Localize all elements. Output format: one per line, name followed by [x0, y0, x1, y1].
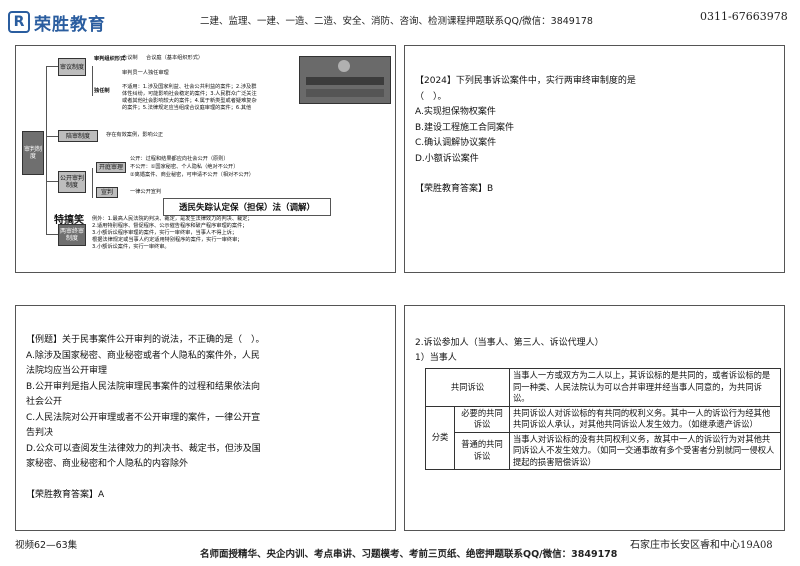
mm-b1-sub1: 审判组织形式 [94, 56, 126, 62]
q1-answer: 【荣胜教育答案】B [415, 184, 494, 194]
mm-b1-text: 的案件；5.法律规定应当组成合议庭审理的案件；6.其他 [122, 105, 252, 111]
photo-bench [306, 77, 384, 85]
mm-b1-sub2: 独任制 [94, 88, 110, 94]
row-label: 共同诉讼 [425, 368, 510, 407]
mnemonic-stamp: 透民失踪认定保（担保）法（调解） [163, 198, 331, 216]
mm-b3-sub2-text: 一律公开宣判 [130, 189, 162, 195]
q2-line: 法院均应当公开审理 [26, 366, 108, 376]
row-text: 共同诉讼人对诉讼标的有共同的权利义务。其中一人的诉讼行为经其他共同诉讼人承认，对… [509, 405, 781, 433]
mm-b1-item: 合议制 [122, 55, 138, 61]
mm-b4-text: 3.小额诉讼案件，实行一审终审。 [92, 244, 170, 250]
mm-line [46, 66, 58, 67]
mm-b3-sub2: 宣判 [96, 187, 118, 198]
table-row: 普通的共同诉讼 当事人对诉讼标的没有共同权利义务，故其中一人的诉讼行为对其他共同… [426, 431, 781, 470]
q2-line: A.除涉及国家秘密、商业秘密或者个人隐私的案件外，人民 [26, 350, 260, 361]
row-text: 当事人对诉讼标的没有共同权利义务，故其中一人的诉讼行为对其他共同诉讼人不发生效力… [509, 431, 781, 470]
participants-panel: 2.诉讼参加人（当事人、第三人、诉讼代理人） 1）当事人 共同诉讼 当事人一方或… [404, 305, 785, 531]
mm-branch-jury: 陪审制度 [58, 130, 98, 142]
mm-b2-text: 存在有效案例，影响公正 [106, 132, 164, 138]
q1-spacer [415, 167, 636, 182]
courtroom-photo [299, 56, 391, 104]
q1-line: 【2024】下列民事诉讼案件中，实行两审终审制度的是 [415, 76, 636, 86]
mm-line [46, 136, 58, 137]
header-phone: 0311-67663978 [700, 10, 788, 23]
mm-line [92, 168, 93, 198]
row-label: 必要的共同诉讼 [454, 405, 510, 433]
q1-option-c: C.确认调解协议案件 [415, 138, 497, 148]
emblem-icon [338, 60, 350, 72]
mm-line [46, 181, 58, 182]
mm-branch-trial-organization: 审议制度 [58, 58, 86, 76]
example-question-panel: 【例题】关于民事案件公开审判的说法，不正确的是（ ）。 A.除涉及国家秘密、商业… [15, 305, 396, 531]
mm-line [46, 234, 58, 235]
table-row: 分类 必要的共同诉讼 共同诉讼人对诉讼标的有共同的权利义务。其中一人的诉讼行为经… [425, 405, 781, 470]
co-litigation-table: 共同诉讼 当事人一方或双方为二人以上，其诉讼标的是共同的，或者诉讼标的是同一种类… [425, 368, 781, 470]
rs-logo-icon: R [8, 11, 30, 33]
mm-branch-public-trial: 公开审判制度 [58, 171, 86, 193]
row-label: 普通的共同诉讼 [454, 431, 510, 470]
mm-b3-text: 公开：过程和结果都应向社会公开（原则） [130, 156, 229, 162]
mm-b4-text: 根据法律规定或当事人约定适用特别程序的案件，实行一审终审； [92, 237, 243, 243]
mm-trunk-line [46, 66, 47, 234]
mindmap-panel: 审判制度 审议制度 审判组织形式 合议制 合议庭（基本组织形式） 审判员一人独任… [15, 45, 396, 273]
mm-b4-text: 例外：1.最高人民法院的判决、裁定，是发生法律效力的判决、裁定； [92, 216, 253, 222]
header-courses: 二建、监理、一建、一造、二造、安全、消防、咨询、检测课程押题联系QQ/微信：38… [200, 16, 593, 27]
mm-b1-text: 或者其他社会影响较大的案件；4.属于新类型或者疑难复杂 [122, 98, 257, 104]
brand-name: 荣胜教育 [34, 14, 106, 35]
q2-line: B.公开审判是指人民法院审理民事案件的过程和结果依法向 [26, 381, 261, 392]
q2-line: 告判决 [26, 428, 54, 438]
section-title: 2.诉讼参加人（当事人、第三人、诉讼代理人） [415, 338, 604, 348]
section-subtitle: 1）当事人 [415, 353, 457, 363]
footer-promo: 名师面授精华、央企内训、考点串讲、习题模考、考前三页纸、绝密押题联系QQ/微信：… [200, 549, 618, 560]
mm-b1-item: 审判员一人独任审理 [122, 70, 169, 76]
row-text: 当事人一方或双方为二人以上，其诉讼标的是共同的，或者诉讼标的是同一种类、人民法院… [509, 368, 781, 407]
group-label: 分类 [425, 405, 455, 470]
mm-b4-text: 2.适用特别程序、督促程序、公示催告程序和破产程序审理的案件； [92, 223, 248, 229]
funny-badge: 特搞笑 [54, 215, 84, 226]
mm-b4-text: 3.小额诉讼程序审理的案件，实行一审终审，当事人不得上诉； [92, 230, 238, 236]
q1-option-d: D.小额诉讼案件 [415, 153, 479, 164]
q2-line: C.人民法院对公开审理或者不公开审理的案件，一律公开宣 [26, 412, 261, 423]
q2-line: 家秘密、商业秘密和个人隐私的内容除外 [26, 459, 189, 469]
table-row: 共同诉讼 当事人一方或双方为二人以上，其诉讼标的是共同的，或者诉讼标的是同一种类… [425, 368, 781, 407]
q2-answer: 【荣胜教育答案】A [26, 489, 105, 500]
mm-b1-text: 体性纠纷，可能影响社会稳定的案件；3.人民群众广泛关注 [122, 91, 257, 97]
mm-line [92, 66, 93, 96]
question-2024-panel: 【2024】下列民事诉讼案件中，实行两审终审制度的是 （ ）。 A.实现担保物权… [404, 45, 785, 273]
q2-spacer [26, 473, 265, 488]
q2-line: 社会公开 [26, 397, 63, 407]
mm-branch-two-instance: 两审终审制度 [58, 224, 86, 246]
mm-b3-text: ②离婚案件、商业秘密，可申请不公开（相对不公开） [130, 172, 254, 178]
mm-b1-item: 合议庭（基本组织形式） [146, 55, 204, 61]
mm-b3-text: 不公开：①国家秘密、个人隐私（绝对不公开） [130, 164, 239, 170]
mm-b1-text: 不适用：1.涉及国家利益、社会公共利益的案件；2.涉及群 [122, 84, 257, 90]
footer-video: 视频62—63集 [15, 540, 78, 551]
brand-logo: R 荣胜教育 [8, 9, 118, 35]
photo-bench [306, 89, 384, 97]
q1-option-b: B.建设工程施工合同案件 [415, 122, 515, 133]
q2-line: D.公众可以查阅发生法律效力的判决书、裁定书，但涉及国 [26, 443, 261, 454]
q2-line: 【例题】关于民事案件公开审判的说法，不正确的是（ ）。 [26, 335, 265, 345]
mm-root: 审判制度 [22, 131, 44, 175]
mm-b3-sub1: 开庭审理 [96, 162, 126, 173]
q1-option-a: A.实现担保物权案件 [415, 107, 496, 117]
footer-address: 石家庄市长安区睿和中心19A08 [630, 540, 773, 551]
q1-line: （ ）。 [415, 91, 447, 102]
